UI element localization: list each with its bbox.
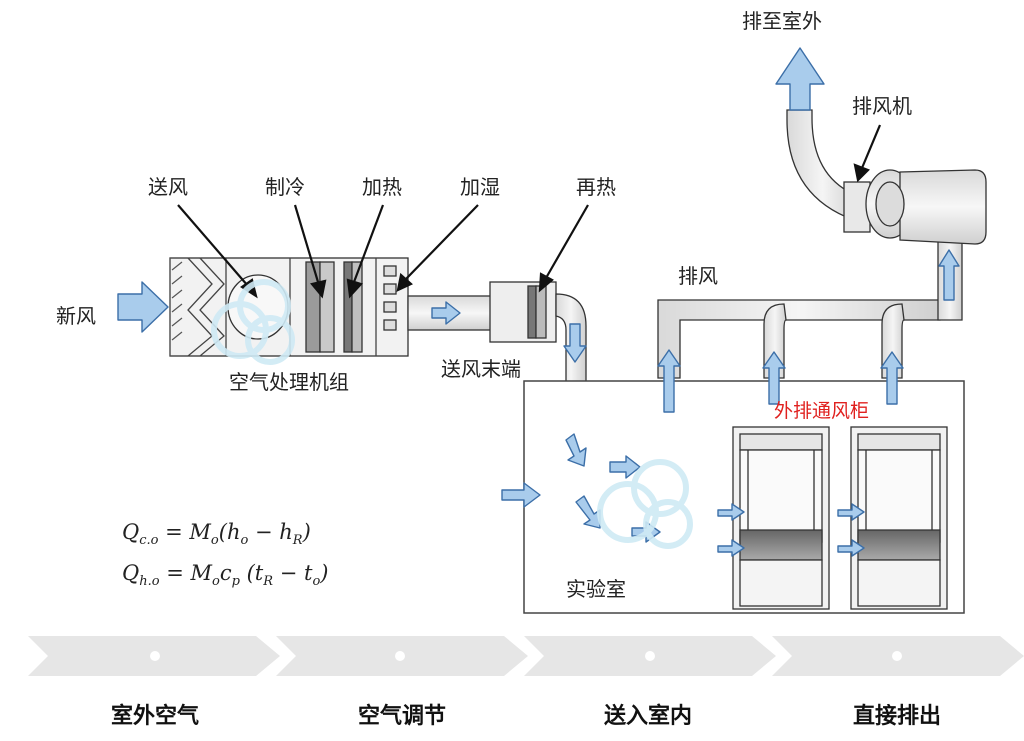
fresh-air-arrow [117,281,169,333]
step-direct-exhaust: 直接排出 [852,704,941,729]
reheat-terminal [489,281,557,343]
leader-lines [177,124,882,299]
process-chevrons [28,636,1024,676]
exhaust-fan-unit [843,169,987,245]
fume-hood-2 [850,426,948,610]
label-fume-hood: 外排通风柜 [774,400,870,422]
ahu-inlet-louvre [169,258,183,356]
label-fresh-air: 新风 [56,304,96,328]
label-cooling: 制冷 [265,175,305,199]
fume-hood-1 [732,426,830,610]
label-exhaust-fan: 排风机 [852,94,912,118]
exhaust-outside-arrow [775,47,825,111]
equation-cooling-load: Qc.o = Mo(ho − hR) [122,520,311,549]
label-reheat: 再热 [576,175,616,199]
step-outdoor-air: 室外空气 [110,704,199,729]
step-supply-indoor: 送入室内 [603,704,692,729]
label-lab: 实验室 [566,577,626,601]
label-exhaust-air: 排风 [678,264,718,288]
label-supply-terminal: 送风末端 [441,357,521,381]
label-exhaust-outside: 排至室外 [742,9,822,33]
label-supply-fan: 送风 [148,175,188,199]
label-humidify: 加湿 [460,175,500,199]
exhaust-duct [657,237,963,379]
step-air-conditioning: 空气调节 [357,704,446,729]
label-heating: 加热 [362,175,402,199]
process-dots [150,651,902,661]
watermark-logo [211,279,693,549]
equation-heating-load: Qh.o = Mocp (tR − to) [122,561,329,590]
label-ahu: 空气处理机组 [229,370,349,394]
